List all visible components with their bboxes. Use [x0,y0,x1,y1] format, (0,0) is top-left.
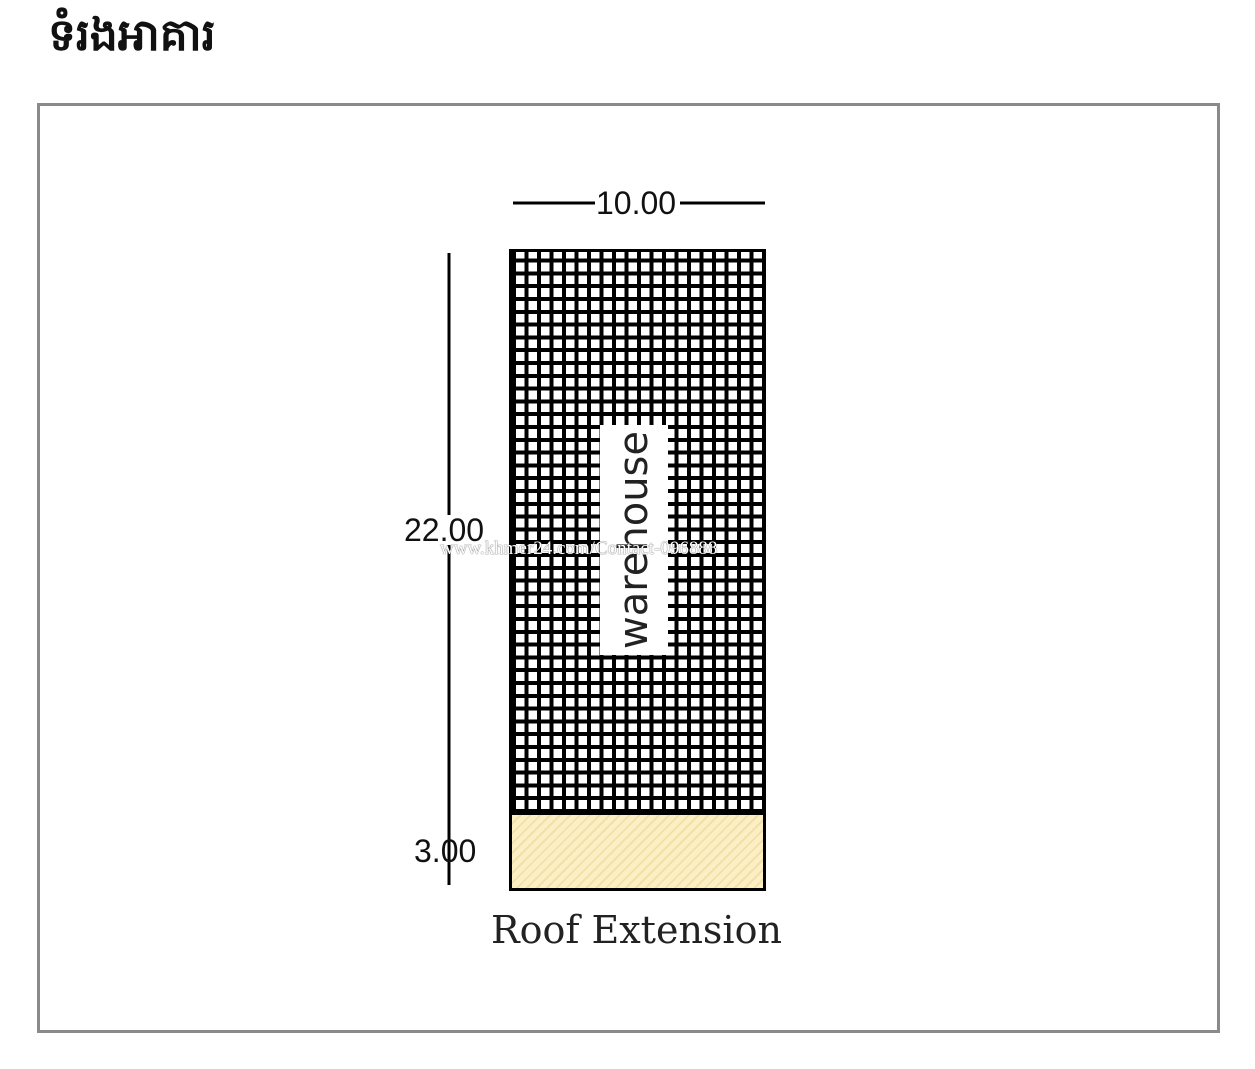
roof-extension-label: Roof Extension [491,908,782,952]
width-dimension-label: 10.00 [596,185,677,221]
roof-extension-area [509,812,766,891]
building-length-label: 22.00 [404,512,485,548]
warehouse-label-box [600,425,668,655]
page-title: ទំរងអាគារ [48,10,216,61]
extension-length-label: 3.00 [414,833,477,869]
watermark: www.khmer24.com/Contact-096888 [440,538,718,559]
